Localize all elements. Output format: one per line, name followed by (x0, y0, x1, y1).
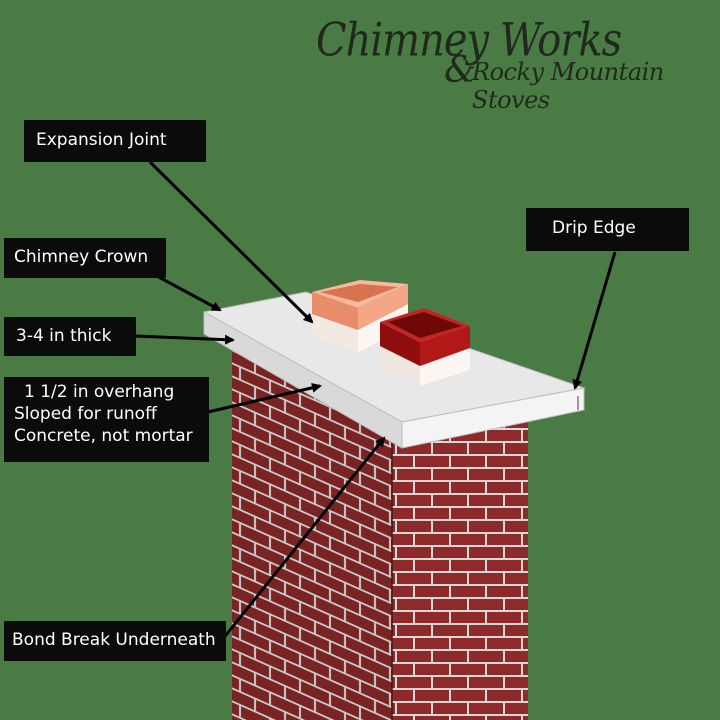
logo-chimney-works: Chimney Works (316, 14, 622, 67)
label-overhang: 1 1/2 in overhang Sloped for runoff Conc… (4, 377, 209, 462)
crown-front-edge (401, 387, 585, 449)
arrow-expansion-joint (148, 160, 314, 324)
label-overhang-line-3: Concrete, not mortar (14, 426, 193, 446)
label-overhang-line-2: Sloped for runoff (14, 404, 157, 424)
arrow-overhang (207, 382, 322, 414)
label-chimney-crown: Chimney Crown (4, 238, 166, 278)
logo-ampersand: & (444, 50, 477, 91)
label-drip-edge: Drip Edge (526, 208, 689, 251)
arrow-drip-edge (572, 251, 617, 390)
label-drip-edge-text: Drip Edge (552, 218, 636, 238)
label-thickness: 3-4 in thick (4, 317, 136, 356)
label-expansion-joint: Expansion Joint (24, 120, 206, 162)
label-bond-break: Bond Break Underneath (4, 621, 226, 661)
label-bond-break-text: Bond Break Underneath (12, 630, 216, 650)
arrow-chimney-crown (154, 273, 222, 312)
flue-liner-right (380, 308, 470, 386)
arrow-bond-break (220, 436, 386, 641)
label-expansion-joint-text: Expansion Joint (36, 130, 167, 150)
label-chimney-crown-text: Chimney Crown (14, 247, 149, 267)
label-overhang-line-1: 1 1/2 in overhang (24, 382, 175, 402)
arrow-thickness (134, 334, 235, 345)
logo-rocky-mountain-stoves: Rocky Mountain Stoves (472, 58, 664, 114)
label-thickness-text: 3-4 in thick (16, 326, 112, 346)
chimney-front-face (392, 418, 528, 720)
